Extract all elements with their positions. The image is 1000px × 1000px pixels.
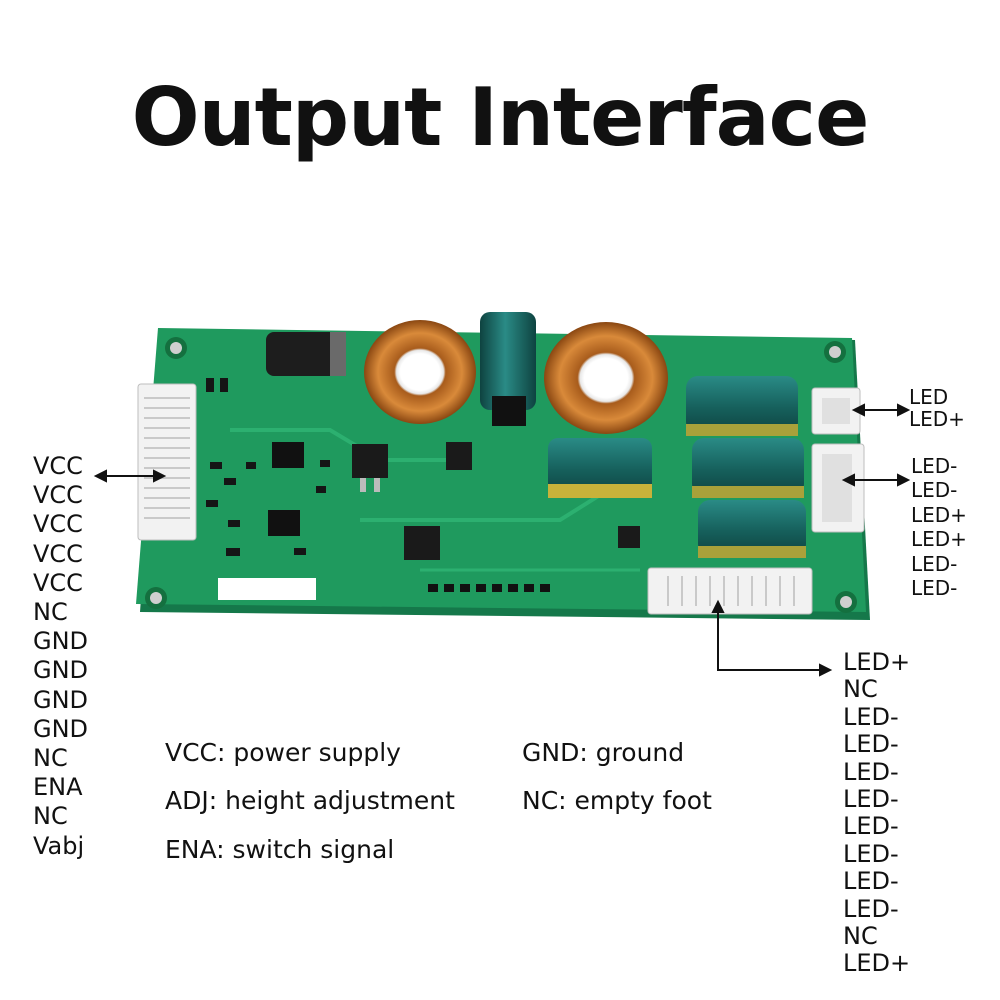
pin-label: LED+ (843, 648, 911, 676)
pin-label: LED- (843, 730, 899, 759)
pin-label: LED- (843, 702, 899, 731)
toroid-inductor (544, 322, 668, 434)
pin-label: LED- (911, 551, 958, 576)
pin-label: LED- (843, 839, 899, 868)
page-title: Output Interface (131, 71, 870, 164)
right-top-connector (811, 387, 861, 435)
mounting-hole (824, 341, 846, 363)
left-pin-list: VCC VCC VCC VCC VCC NC GND GND GND GND N… (33, 452, 88, 861)
right-top-pin-list: LED LED+ (909, 386, 965, 430)
bottom-connector (647, 567, 813, 615)
pin-label: VCC (33, 481, 83, 510)
mosfet (352, 444, 388, 492)
pin-label: VCC (33, 510, 83, 539)
pin-label: LED- (843, 894, 899, 923)
mounting-hole (145, 587, 167, 609)
right-top-arrow (851, 403, 911, 417)
pin-label: GND (33, 714, 89, 743)
pin-label: LED- (911, 478, 958, 503)
pin-label: LED- (843, 785, 899, 814)
legend-ena: ENA: switch signal (165, 835, 395, 864)
ic-chip (268, 510, 300, 536)
right-mid-arrow (841, 473, 911, 487)
pin-label: NC (843, 675, 878, 704)
capacitor (698, 500, 806, 558)
left-pin-arrow (93, 469, 167, 483)
pin-label: LED+ (911, 502, 967, 527)
bottom-pin-list: LED+ NC LED- LED- LED- LED- LED- LED- LE… (843, 648, 911, 978)
pin-label: LED+ (909, 407, 965, 431)
pin-label: LED- (911, 454, 958, 478)
capacitor (692, 438, 804, 498)
pin-label: VCC (33, 452, 83, 480)
bottom-pin-arrow (711, 599, 833, 677)
diode (618, 526, 640, 548)
pin-label: GND (33, 656, 89, 685)
mounting-hole (165, 337, 187, 359)
legend-gnd: GND: ground (522, 738, 685, 767)
smd-parts (206, 378, 330, 556)
capacitor (480, 312, 536, 426)
pin-label: LED+ (911, 527, 967, 552)
pin-label: LED- (843, 867, 899, 896)
mounting-hole (835, 591, 857, 613)
right-mid-pin-list: LED- LED- LED+ LED+ LED- LED- (911, 454, 967, 600)
pin-label: VCC (33, 568, 83, 597)
diode (446, 442, 472, 470)
legend-adj: ADJ: height adjustment (165, 786, 455, 815)
left-connector (137, 383, 197, 541)
resistor-row (428, 584, 550, 592)
pin-label: ENA (33, 773, 83, 802)
pin-label: NC (33, 802, 68, 831)
pin-label: NC (33, 744, 68, 773)
pin-label: LED- (843, 757, 899, 786)
pin-label: GND (33, 685, 89, 714)
pin-label: LED+ (843, 949, 911, 978)
pin-label: VCC (33, 539, 83, 568)
pin-label: Vabj (33, 831, 85, 860)
toroid-inductor (364, 320, 476, 424)
pin-label: NC (33, 598, 68, 627)
pin-label: GND (33, 627, 89, 656)
capacitor (686, 376, 798, 436)
capacitor (548, 438, 652, 498)
mosfet (404, 526, 440, 560)
pin-label: LED (909, 385, 949, 409)
capacitor (266, 332, 346, 376)
pin-label: NC (843, 922, 878, 951)
pin-label: LED- (843, 812, 899, 841)
legend-nc: NC: empty foot (522, 786, 712, 815)
legend-vcc: VCC: power supply (165, 738, 401, 767)
pin-label: LED- (911, 576, 958, 601)
right-mid-connector (811, 443, 865, 533)
ic-chip (272, 442, 304, 468)
